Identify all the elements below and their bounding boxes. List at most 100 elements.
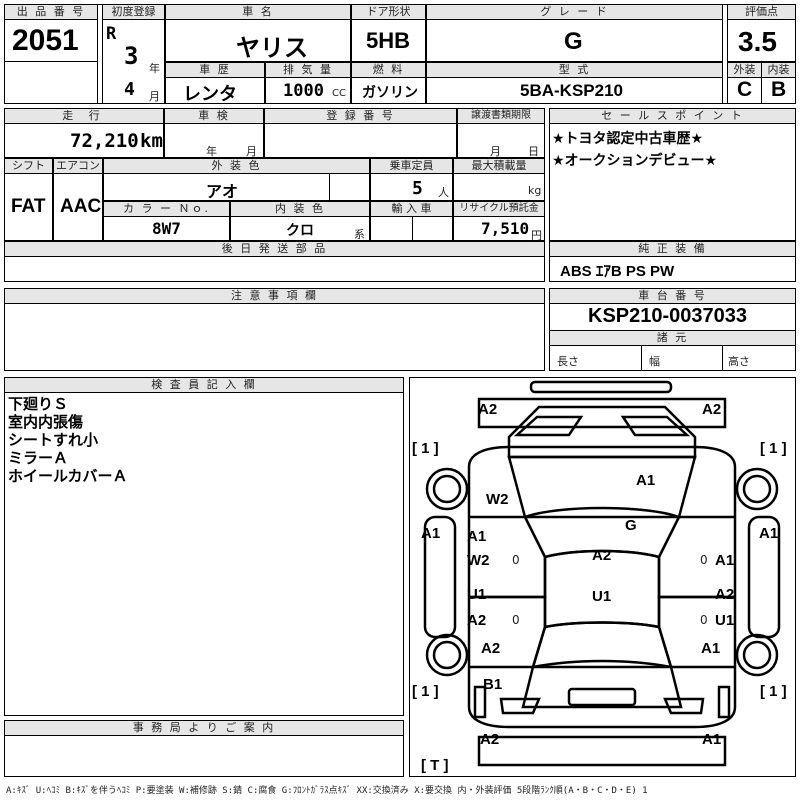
color-number: 8W7 [152,219,181,238]
diagram-label-door-lr-1: U1 [467,586,487,603]
later-parts-box [4,256,545,282]
fuel-box [351,77,426,104]
legend: A:ｷｽﾞ U:ﾍｺﾐ B:ｷｽﾞを伴うﾍｺﾐ P:要塗装 W:補修跡 S:錆 … [6,786,648,796]
interior-box [761,77,796,104]
inspector-line-4: ミラーＡ [8,449,69,467]
registration-month: 4 [124,79,135,100]
interior-color-box [230,216,370,241]
max-load-unit: kg [528,184,542,197]
aircon-label: エアコン [53,158,103,174]
sales-points-label: セ ー ル ス ポ イ ン ト [549,108,796,124]
diagram-label-fender-left: A1 [421,525,441,542]
car-name: ヤリス [236,34,308,62]
grade-label: グ レ ー ド [426,4,723,20]
diagram-frame [409,377,796,777]
year-unit: 年 [149,62,160,75]
office-label: 事 務 局 よ り ご 案 内 [4,720,404,736]
rear-lamp-right [663,697,705,715]
inspector-box [4,392,404,716]
inspector-label: 検 査 員 記 入 欄 [4,377,404,393]
inspector-list: 下廻りＳ 室内内張傷 シートすれ小 ミラーＡ ホイールカバーＡ [8,395,128,485]
length-box [549,345,642,371]
mileage-label: 走 行 [4,108,164,124]
notes-box [4,303,545,371]
interior-label: 内装 [761,62,796,78]
shift-label: シフト [4,158,53,174]
bracket-left-top: [ 1 ] [412,440,439,457]
transfer-deadline-label: 譲渡書類期限 [457,108,545,124]
sales-point-item-2: ★オークションデビュー★ [552,153,718,169]
height-box [722,345,796,371]
displacement-unit: CC [332,88,346,99]
notes-label: 注 意 事 項 欄 [4,288,545,304]
chassis-label: 車 台 番 号 [549,288,796,304]
front-bumper-top [529,380,673,394]
rear-bumper [477,735,727,767]
exterior-grade: C [737,78,753,101]
diagram-label-quarter-right: A1 [701,640,721,657]
shift: FAT [11,196,46,217]
interior-grade: B [771,78,787,101]
month-unit: 月 [149,90,160,103]
height-label: 高さ [728,355,750,368]
mileage-unit: km [140,130,163,152]
capacity: 5 [412,178,423,199]
recycle-fee: 7,510 [481,219,530,238]
sales-point-item-1: ★トヨタ認定中古車歴★ [552,131,704,147]
recycle-box [453,216,545,241]
diagram-label-fender-right: A1 [759,525,779,542]
diagram-label-windshield: W2 [486,491,509,508]
displacement: 1000 [283,81,324,101]
color-box-2 [329,173,370,201]
diagram-label-door-lf-2: W2 [467,552,490,569]
inspector-line-2: 室内内張傷 [8,413,84,431]
diagram-label-top-left: A2 [478,401,498,418]
color-number-label: カ ラ ー Ｎｏ. [103,201,230,217]
bracket-right-top: [ 1 ] [760,440,787,457]
rear-door-left [469,595,547,669]
mileage: 72,210 [70,130,139,152]
mileage-box [4,123,164,158]
import-label: 輸 入 車 [370,201,453,217]
model-label: 型 式 [426,62,723,78]
rear-lamp-left [499,697,541,715]
wheel-rear-right [735,633,779,677]
exterior-label: 外装 [727,62,762,78]
equipment: ABS ｴｱB PS PW [560,263,675,280]
diagram-label-roof-2: U1 [592,588,612,605]
door-label: ドア形状 [351,4,426,20]
door-type: 5HB [366,28,411,53]
rear-window [531,621,673,669]
zero-mark-4: 0 [700,613,708,627]
diagram-label-door-rr-2: U1 [715,612,735,629]
car-name-box [165,19,351,62]
transfer-month-unit: 月 [490,145,501,158]
diagram-label-door-lf-1: A1 [467,528,487,545]
shift-box [4,173,53,241]
lot-number-box [4,19,98,62]
diagram-label-door-rf: A1 [715,552,735,569]
first-registration-box [102,19,165,104]
door-box [351,19,426,62]
registration-number-box [264,123,457,158]
interior-color: クロ [286,223,314,239]
recycle-unit: 円 [531,229,542,242]
diagram-label-bottom-right: A1 [702,731,722,748]
diagram-label-door-lr-2: A2 [467,612,487,629]
model-code: 5BA-KSP210 [520,81,623,100]
wheel-rear-left [425,633,469,677]
front-bumper [477,397,727,429]
exterior-box [727,77,762,104]
score: 3.5 [738,26,777,57]
specs-label: 諸 元 [549,330,796,346]
rear-door-right [657,595,735,669]
color-box [103,173,330,201]
diagram-label-roof: A2 [592,547,612,564]
side-panel-left [423,515,457,639]
inspection-label: 車 検 [164,108,264,124]
aircon: AAC [60,196,102,217]
length-label: 長さ [557,355,579,368]
wheel-front-left [425,467,469,511]
chassis-number: KSP210-0037033 [588,305,748,327]
sales-points-box [549,123,796,241]
